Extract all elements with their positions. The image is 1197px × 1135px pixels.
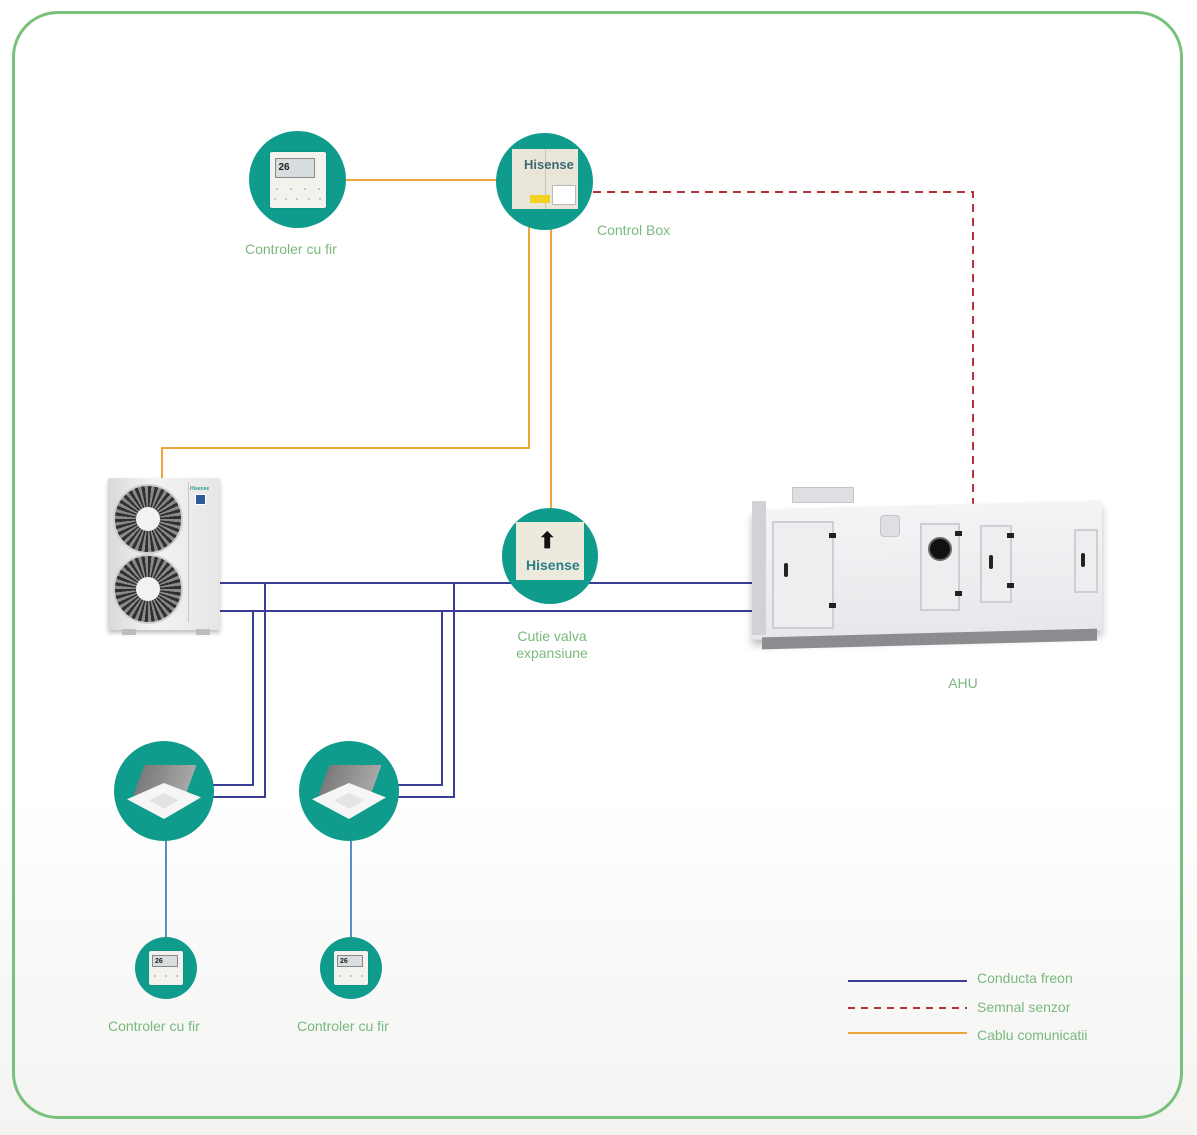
control-box-node[interactable]: Hisense	[496, 133, 593, 230]
controller-screen-temp: 26	[340, 957, 348, 965]
controller-screen: 26	[152, 955, 178, 967]
wired-controller-top-label: Controler cu fir	[245, 241, 337, 257]
ahu-unit[interactable]	[752, 485, 1110, 660]
controller-screen: 26	[274, 157, 315, 178]
wired-controller-icon: 26	[149, 951, 183, 985]
wired-controller-1-node[interactable]: 26	[135, 937, 197, 999]
sensor-line-controlbox-to-ahu	[593, 191, 974, 512]
fan-icon	[113, 484, 183, 554]
ahu-label: AHU	[948, 675, 978, 691]
legend-label-sensor: Semnal senzor	[977, 999, 1071, 1015]
legend-label-freon: Conducta freon	[977, 970, 1073, 986]
freon-branch-cassette-1-liquid	[212, 611, 254, 786]
comm-line-controlbox-to-outdoor	[161, 225, 530, 478]
outdoor-unit[interactable]: Hisense	[108, 478, 220, 635]
controller-screen: 26	[337, 955, 363, 967]
outdoor-unit-badge-icon	[195, 494, 206, 505]
wired-controller-2-node[interactable]: 26	[320, 937, 382, 999]
diagram-frame	[12, 11, 1183, 1119]
legend-label-communication: Cablu comunicatii	[977, 1027, 1088, 1043]
wired-controller-1-label: Controler cu fir	[108, 1018, 200, 1034]
hisense-logo: Hisense	[190, 486, 210, 492]
expansion-valve-box-node[interactable]: ⬆ Hisense	[502, 508, 598, 604]
ahu-gauge-icon	[880, 515, 900, 537]
expansion-valve-box-label-line2: expansiune	[516, 645, 588, 661]
controller-screen-temp: 26	[155, 957, 163, 965]
ahu-port-icon	[928, 537, 952, 561]
wired-controller-icon: 26	[269, 151, 326, 208]
freon-branch-cassette-2-liquid	[398, 611, 443, 786]
arrow-up-icon: ⬆	[538, 528, 557, 553]
control-box-icon: Hisense	[512, 149, 578, 209]
fan-icon	[113, 554, 183, 624]
wired-controller-top-node[interactable]: 26	[249, 131, 346, 228]
freon-branch-cassette-1-gas	[212, 583, 266, 798]
control-box-label: Control Box	[597, 222, 671, 238]
cassette-unit-icon	[306, 761, 392, 821]
expansion-valve-box-label: Cutie valva expansiune	[516, 628, 588, 662]
expansion-valve-box-label-line1: Cutie valva	[517, 628, 587, 644]
cassette-1-node[interactable]	[114, 741, 214, 841]
controller-screen-temp: 26	[278, 162, 290, 173]
hisense-logo: Hisense	[526, 557, 580, 573]
cassette-2-node[interactable]	[299, 741, 399, 841]
cassette-unit-icon	[121, 761, 207, 821]
expansion-valve-box-icon: ⬆ Hisense	[516, 522, 584, 580]
wired-controller-2-label: Controler cu fir	[297, 1018, 389, 1034]
wired-controller-icon: 26	[334, 951, 368, 985]
freon-branch-cassette-2-gas	[398, 583, 455, 798]
hisense-logo: Hisense	[524, 157, 574, 172]
